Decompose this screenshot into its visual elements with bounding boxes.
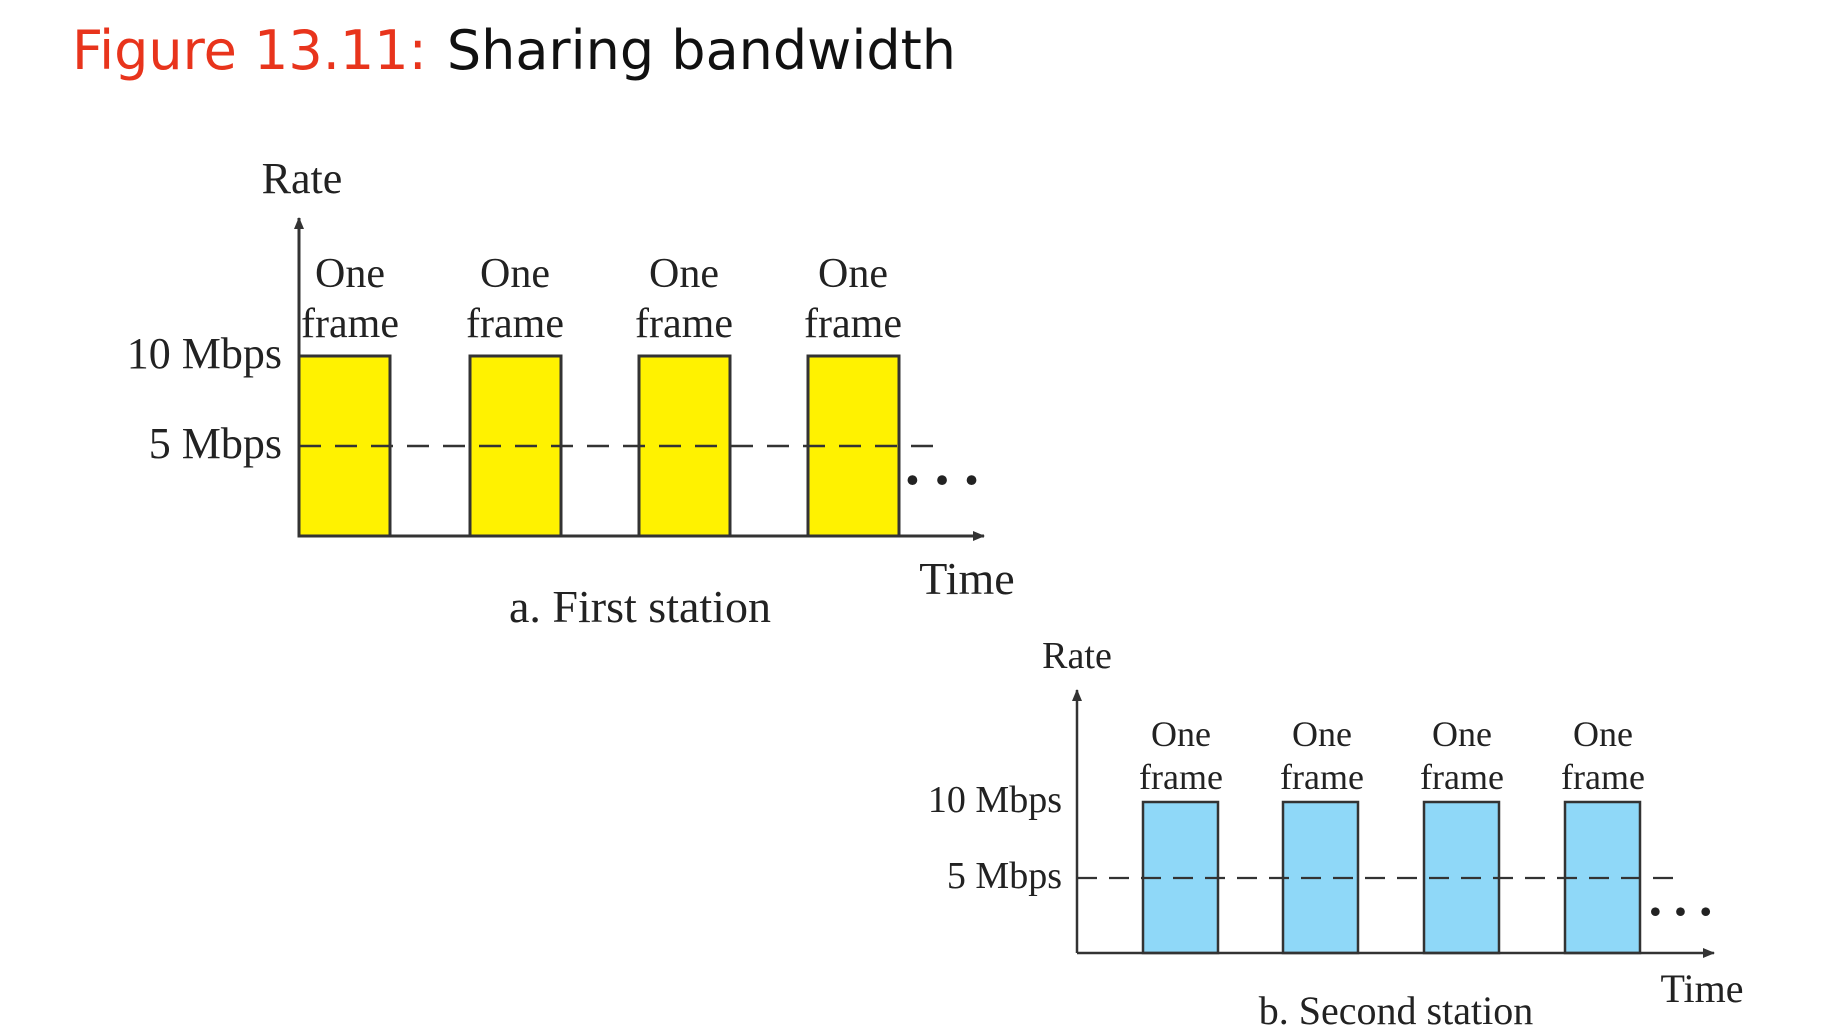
- first-level-10mbps: 10 Mbps: [127, 329, 282, 378]
- first-frame-3-label-line1: One: [649, 251, 719, 297]
- first-frame-3: [637, 354, 732, 538]
- first-rate-label: Rate: [262, 154, 343, 203]
- second-continuation-dots: • • •: [1650, 893, 1715, 929]
- first-caption: a. First station: [509, 581, 771, 632]
- second-time-label: Time: [1660, 966, 1743, 1011]
- second-frame-4-label-line1: One: [1573, 714, 1633, 754]
- first-frame-2-label-line1: One: [480, 251, 550, 297]
- second-frame-3-label-line2: frame: [1420, 757, 1504, 797]
- second-frame-labels: One frame One frame One frame One frame: [1139, 714, 1645, 797]
- first-time-label: Time: [919, 553, 1014, 604]
- second-frame-1-label-line1: One: [1151, 714, 1211, 754]
- first-station-diagram: Rate 10 Mbps 5 Mbps One frame One frame …: [127, 154, 1015, 632]
- second-caption: b. Second station: [1259, 988, 1533, 1028]
- first-frame-labels: One frame One frame One frame One frame: [301, 251, 902, 347]
- second-level-5mbps: 5 Mbps: [947, 855, 1062, 897]
- first-frame-1-label-line1: One: [315, 251, 385, 297]
- second-frame-2-label-line1: One: [1292, 714, 1352, 754]
- second-station-diagram: Rate 10 Mbps 5 Mbps One frame One frame …: [928, 635, 1744, 1028]
- second-frame-3-label-line1: One: [1432, 714, 1492, 754]
- first-frame-4-label-line2: frame: [804, 301, 902, 347]
- first-level-5mbps: 5 Mbps: [149, 419, 282, 468]
- first-continuation-dots: • • •: [906, 460, 982, 500]
- figure-name: Sharing bandwidth: [446, 19, 957, 82]
- second-rate-label: Rate: [1042, 635, 1112, 677]
- figure-title: Figure 13.11: Sharing bandwidth: [72, 18, 956, 84]
- second-frame-1-label-line2: frame: [1139, 757, 1223, 797]
- first-frame-4-label-line1: One: [818, 251, 888, 297]
- figure-number: Figure 13.11:: [72, 19, 427, 82]
- first-frame-1-label-line2: frame: [301, 301, 399, 347]
- second-frame-2-label-line2: frame: [1280, 757, 1364, 797]
- first-frame-3-label-line2: frame: [635, 301, 733, 347]
- second-frame-4-label-line2: frame: [1561, 757, 1645, 797]
- first-frame-2-label-line2: frame: [466, 301, 564, 347]
- second-level-10mbps: 10 Mbps: [928, 779, 1062, 821]
